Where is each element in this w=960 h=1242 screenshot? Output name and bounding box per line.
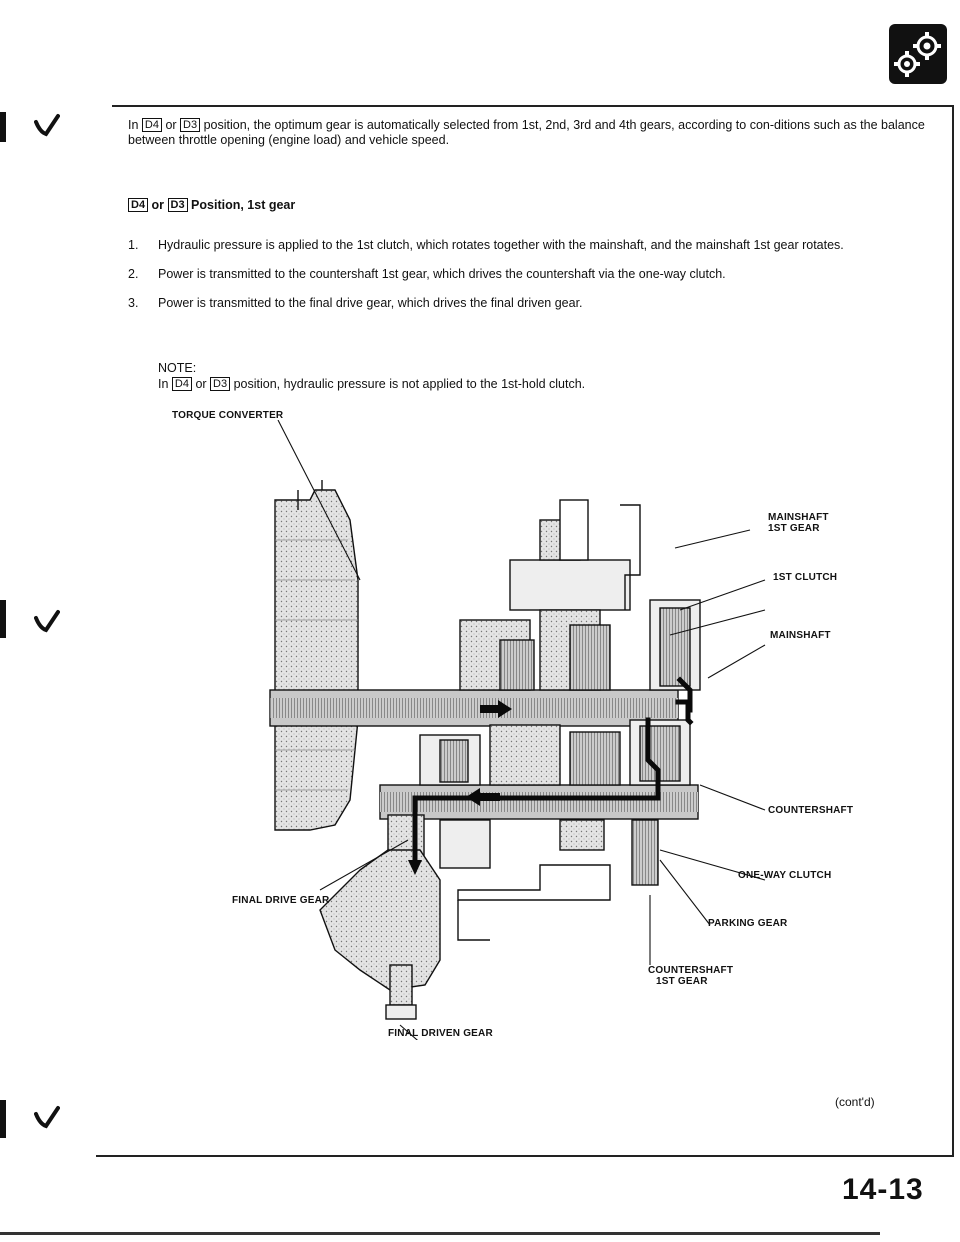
intro-text: position, the optimum gear is automatica… [128, 118, 925, 147]
list-item: 1. Hydraulic pressure is applied to the … [128, 238, 938, 253]
heading-text: or [148, 198, 168, 212]
label-mainshaft: MAINSHAFT [770, 630, 831, 641]
bottom-rule [96, 1155, 954, 1157]
binding-tick-icon [34, 1106, 60, 1129]
intro-paragraph: In D4 or D3 position, the optimum gear i… [128, 118, 938, 148]
continued-label: (cont'd) [835, 1095, 875, 1109]
binding-tick-icon [34, 114, 60, 137]
d4-position-box: D4 [141, 118, 162, 132]
header-rule [112, 105, 954, 107]
binding-tick-icon [34, 610, 60, 633]
note-text: In [158, 377, 172, 391]
label-mainshaft-1st-gear: MAINSHAFT [768, 512, 829, 523]
page-edge-mark [0, 600, 6, 638]
label-countershaft: COUNTERSHAFT [768, 805, 854, 816]
step-number: 2. [128, 267, 139, 281]
label-torque-converter: TORQUE CONVERTER [172, 410, 284, 421]
d3-position-box: D3 [180, 118, 201, 132]
intro-text: or [161, 118, 181, 132]
label-final-driven-gear: FINAL DRIVEN GEAR [388, 1028, 493, 1039]
transmission-cutaway-illustration [269, 419, 766, 1061]
transmission-diagram: TORQUE CONVERTER MAINSHAFT 1ST GEAR 1ST … [172, 410, 880, 1061]
note-title: NOTE: [158, 361, 197, 375]
d4-position-box: D4 [128, 198, 149, 212]
note-text: position, hydraulic pressure is not appl… [230, 377, 586, 391]
step-text: Hydraulic pressure is applied to the 1st… [158, 238, 844, 252]
note-text: or [191, 377, 211, 391]
step-text: Power is transmitted to the final drive … [158, 296, 583, 310]
list-item: 3. Power is transmitted to the final dri… [128, 296, 938, 311]
intro-text: In [128, 118, 142, 132]
section-heading: D4 or D3 Position, 1st gear [128, 198, 295, 212]
d3-position-box: D3 [167, 198, 188, 212]
d4-position-box: D4 [171, 377, 192, 391]
label-one-way-clutch: ONE-WAY CLUTCH [738, 870, 832, 881]
label-parking-gear: PARKING GEAR [708, 918, 788, 929]
footer-rule [0, 1232, 880, 1235]
page-edge-mark [0, 1100, 6, 1138]
step-text: Power is transmitted to the countershaft… [158, 267, 726, 281]
gear-icon [889, 24, 947, 84]
step-number: 1. [128, 238, 139, 252]
note-body: In D4 or D3 position, hydraulic pressure… [158, 376, 858, 392]
page-edge-mark [0, 112, 6, 142]
list-item: 2. Power is transmitted to the countersh… [128, 267, 938, 282]
steps-list: 1. Hydraulic pressure is applied to the … [128, 238, 938, 325]
label-final-drive-gear: FINAL DRIVE GEAR [232, 895, 330, 906]
label-countershaft-1st-gear: 1ST GEAR [656, 976, 708, 987]
step-number: 3. [128, 296, 139, 310]
page-number: 14-13 [842, 1173, 924, 1206]
heading-text: Position, 1st gear [187, 198, 296, 212]
label-mainshaft-1st-gear: 1ST GEAR [768, 523, 820, 534]
d3-position-box: D3 [210, 377, 231, 391]
note-block: NOTE: In D4 or D3 position, hydraulic pr… [158, 360, 858, 392]
right-margin-rule [952, 105, 954, 1157]
label-1st-clutch: 1ST CLUTCH [773, 572, 838, 583]
label-countershaft-1st-gear: COUNTERSHAFT [648, 965, 734, 976]
